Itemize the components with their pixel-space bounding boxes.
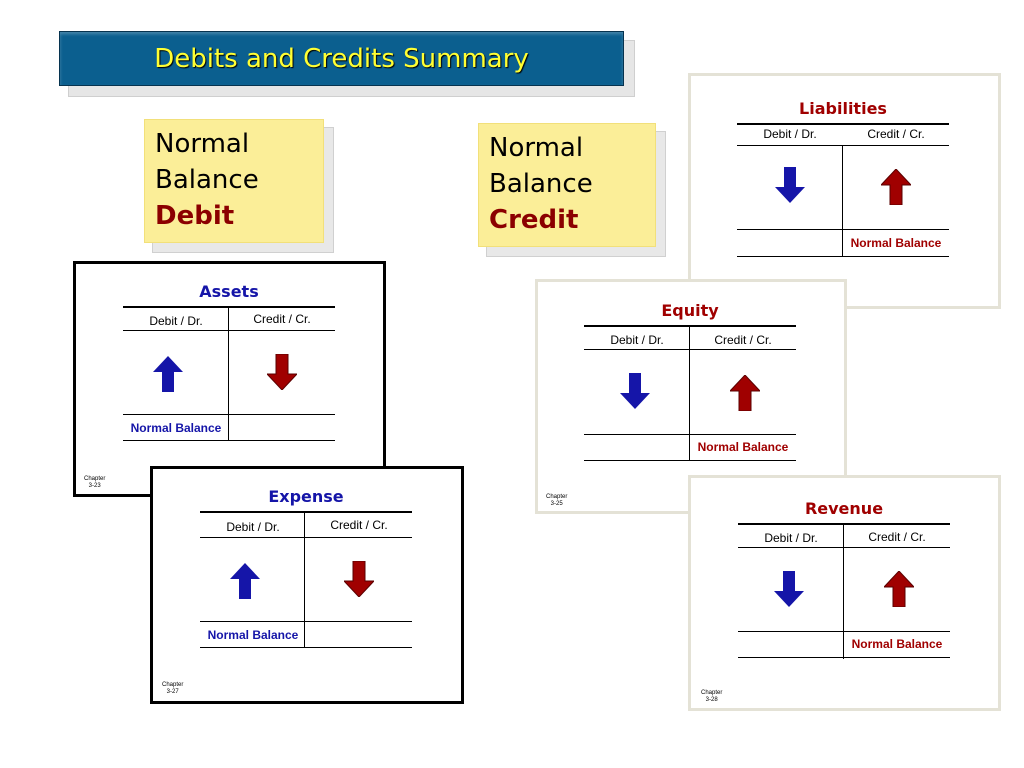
liabilities-title: Liabilities <box>799 99 887 118</box>
arrow-up-icon <box>153 356 183 392</box>
note-debit-line2: Balance <box>155 165 259 195</box>
chapter-label: Chapter <box>546 494 568 500</box>
arrow-down-icon <box>620 373 650 409</box>
arrow-up-icon <box>881 169 911 205</box>
expense-normal-balance: Normal Balance <box>207 628 299 642</box>
equity-t-account: Equity Debit / Dr. Credit / Cr. Normal B… <box>584 301 796 461</box>
liabilities-credit-label: Credit / Cr. <box>867 127 925 141</box>
revenue-normal-balance: Normal Balance <box>851 637 943 651</box>
note-debit-line1: Normal <box>155 129 250 159</box>
expense-credit-label: Credit / Cr. <box>330 518 388 532</box>
expense-t-account: Expense Debit / Dr. Credit / Cr. Normal … <box>200 487 412 648</box>
arrow-down-icon <box>774 571 804 607</box>
liabilities-card: Liabilities Debit / Dr. Credit / Cr. Nor… <box>688 73 1001 309</box>
expense-title: Expense <box>268 487 344 506</box>
title-bar: Debits and Credits Summary <box>59 31 624 86</box>
arrow-down-icon <box>267 354 297 390</box>
chapter-page: 3-23 <box>88 483 101 489</box>
expense-chapter-ref: Chapter 3-27 <box>162 682 183 696</box>
chapter-page: 3-27 <box>166 689 179 695</box>
arrow-down-icon <box>344 561 374 597</box>
assets-normal-balance: Normal Balance <box>130 421 222 435</box>
assets-card: Assets Debit / Dr. Credit / Cr. Normal B… <box>73 261 386 497</box>
assets-title: Assets <box>199 282 259 301</box>
arrow-up-icon <box>884 571 914 607</box>
equity-debit-label: Debit / Dr. <box>610 333 664 347</box>
equity-chapter-ref: Chapter 3-25 <box>546 494 567 508</box>
assets-credit-label: Credit / Cr. <box>253 312 311 326</box>
arrow-up-icon <box>730 375 760 411</box>
equity-title: Equity <box>661 301 719 320</box>
arrow-down-icon <box>775 167 805 203</box>
note-normal-balance-credit: Normal Balance Credit <box>478 123 656 247</box>
revenue-title: Revenue <box>804 499 884 518</box>
note-credit-line3: Credit <box>489 205 579 235</box>
chapter-page: 3-25 <box>550 501 563 507</box>
assets-t-account: Assets Debit / Dr. Credit / Cr. Normal B… <box>123 282 335 441</box>
equity-credit-label: Credit / Cr. <box>714 333 772 347</box>
revenue-t-account: Revenue Debit / Dr. Credit / Cr. Normal … <box>738 499 950 659</box>
note-credit-line2: Balance <box>489 169 593 199</box>
assets-chapter-ref: Chapter 3-23 <box>84 476 105 490</box>
note-normal-balance-debit: Normal Balance Debit <box>144 119 324 243</box>
expense-card: Expense Debit / Dr. Credit / Cr. Normal … <box>150 466 464 704</box>
revenue-card: Revenue Debit / Dr. Credit / Cr. Normal … <box>688 475 1001 711</box>
note-debit-line3: Debit <box>155 201 235 231</box>
chapter-page: 3-28 <box>705 697 718 703</box>
chapter-label: Chapter <box>701 690 723 696</box>
chapter-label: Chapter <box>162 682 184 688</box>
liabilities-normal-balance: Normal Balance <box>850 236 942 250</box>
arrow-up-icon <box>230 563 260 599</box>
liabilities-t-account: Liabilities Debit / Dr. Credit / Cr. Nor… <box>737 99 949 257</box>
equity-card: Equity Debit / Dr. Credit / Cr. Normal B… <box>535 279 847 514</box>
chapter-label: Chapter <box>84 476 106 482</box>
equity-normal-balance: Normal Balance <box>697 440 789 454</box>
revenue-debit-label: Debit / Dr. <box>764 531 818 545</box>
note-credit-line1: Normal <box>489 133 584 163</box>
assets-debit-label: Debit / Dr. <box>149 314 203 328</box>
revenue-chapter-ref: Chapter 3-28 <box>701 690 722 704</box>
expense-debit-label: Debit / Dr. <box>226 520 280 534</box>
revenue-credit-label: Credit / Cr. <box>868 530 926 544</box>
liabilities-debit-label: Debit / Dr. <box>763 127 817 141</box>
page-title: Debits and Credits Summary <box>154 43 529 74</box>
